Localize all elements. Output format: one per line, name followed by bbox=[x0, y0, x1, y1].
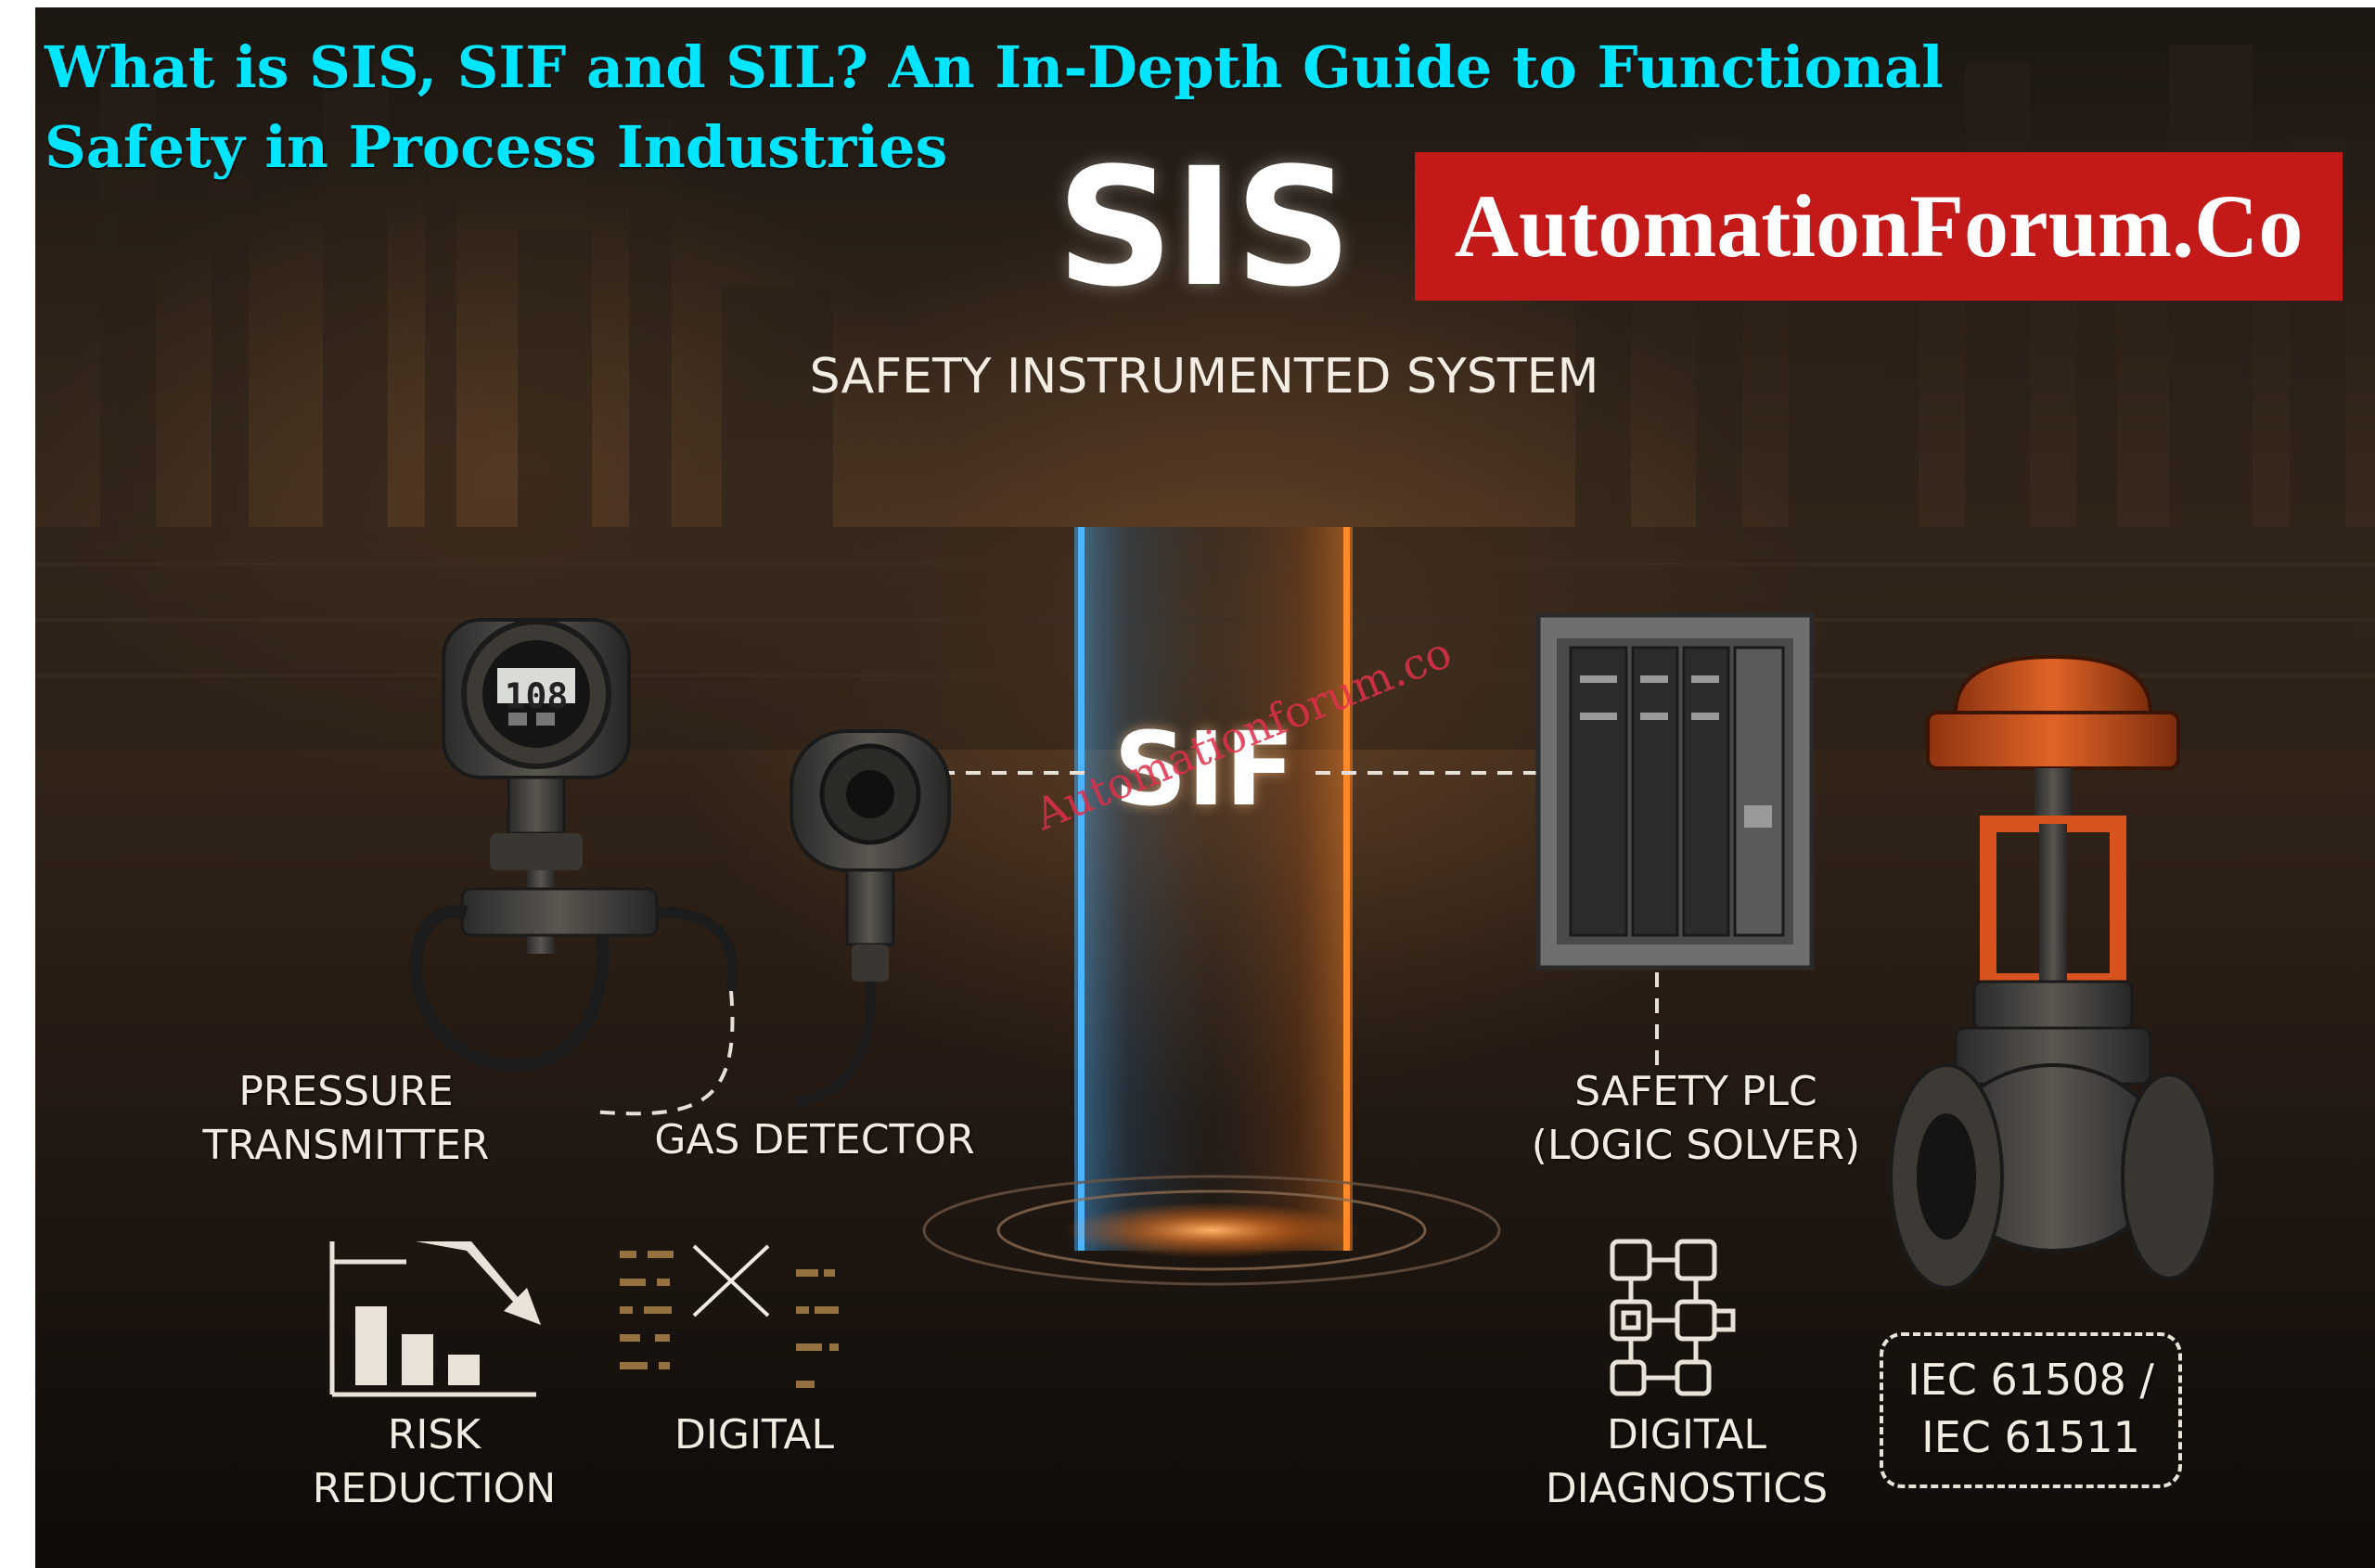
pressure-transmitter-label-line-2: TRANSMITTER bbox=[202, 1122, 490, 1169]
risk-reduction-label-line-2: REDUCTION bbox=[312, 1465, 557, 1512]
headline-line-2: Safety in Process Industries bbox=[45, 113, 948, 181]
pressure-transmitter-label-line-1: PRESSURE bbox=[238, 1068, 454, 1115]
sif-energy-beam bbox=[922, 527, 1501, 1286]
safety-plc-illustration bbox=[1535, 612, 1815, 970]
digital-label: DIGITAL bbox=[674, 1411, 834, 1459]
headline-line-1: What is SIS, SIF and SIL? An In-Depth Gu… bbox=[45, 33, 1944, 101]
risk-reduction-icon bbox=[329, 1241, 541, 1397]
standards-label-line-2: IEC 61511 bbox=[1921, 1412, 2140, 1462]
standards-badge bbox=[1880, 1332, 2182, 1488]
gas-detector-illustration bbox=[790, 729, 951, 1107]
digital-diagnostics-label-line-1: DIGITAL bbox=[1606, 1411, 1766, 1459]
safety-plc-label: SAFETY PLC (LOGIC SOLVER) bbox=[1510, 1065, 1881, 1173]
transmitter-display-readout: 108 bbox=[505, 676, 569, 717]
standards-label-line-1: IEC 61508 / bbox=[1907, 1355, 2154, 1405]
sis-subtitle: SAFETY INSTRUMENTED SYSTEM bbox=[809, 349, 1599, 405]
standards-label: IEC 61508 / IEC 61511 bbox=[1880, 1351, 2182, 1466]
safety-plc-label-line-1: SAFETY PLC bbox=[1574, 1068, 1817, 1115]
sif-label: SIF bbox=[1113, 710, 1295, 829]
scene-illustration: 108 bbox=[35, 45, 2375, 1568]
pressure-transmitter-label: PRESSURE TRANSMITTER bbox=[174, 1065, 518, 1173]
safety-plc-label-line-2: (LOGIC SOLVER) bbox=[1531, 1122, 1861, 1169]
digital-diagnostics-icon bbox=[1610, 1239, 1736, 1396]
signal-lines bbox=[591, 771, 1659, 1116]
digital-diagnostics-label: DIGITAL DIAGNOSTICS bbox=[1501, 1408, 1872, 1516]
sis-title: SIS bbox=[1056, 133, 1353, 323]
brand-banner[interactable]: AutomationForum.Co bbox=[1415, 152, 2343, 301]
risk-reduction-label-line-1: RISK bbox=[387, 1411, 481, 1459]
risk-reduction-label: RISK REDUCTION bbox=[304, 1408, 564, 1516]
pressure-transmitter-illustration bbox=[409, 618, 738, 1073]
control-valve-illustration bbox=[1889, 654, 2217, 1290]
brand-name: AutomationForum.Co bbox=[1454, 176, 2304, 276]
digital-diagnostics-label-line-2: DIAGNOSTICS bbox=[1545, 1465, 1829, 1512]
gas-detector-label: GAS DETECTOR bbox=[654, 1116, 975, 1163]
digital-icon bbox=[620, 1244, 839, 1388]
infographic-image: 108 bbox=[35, 7, 2375, 1568]
